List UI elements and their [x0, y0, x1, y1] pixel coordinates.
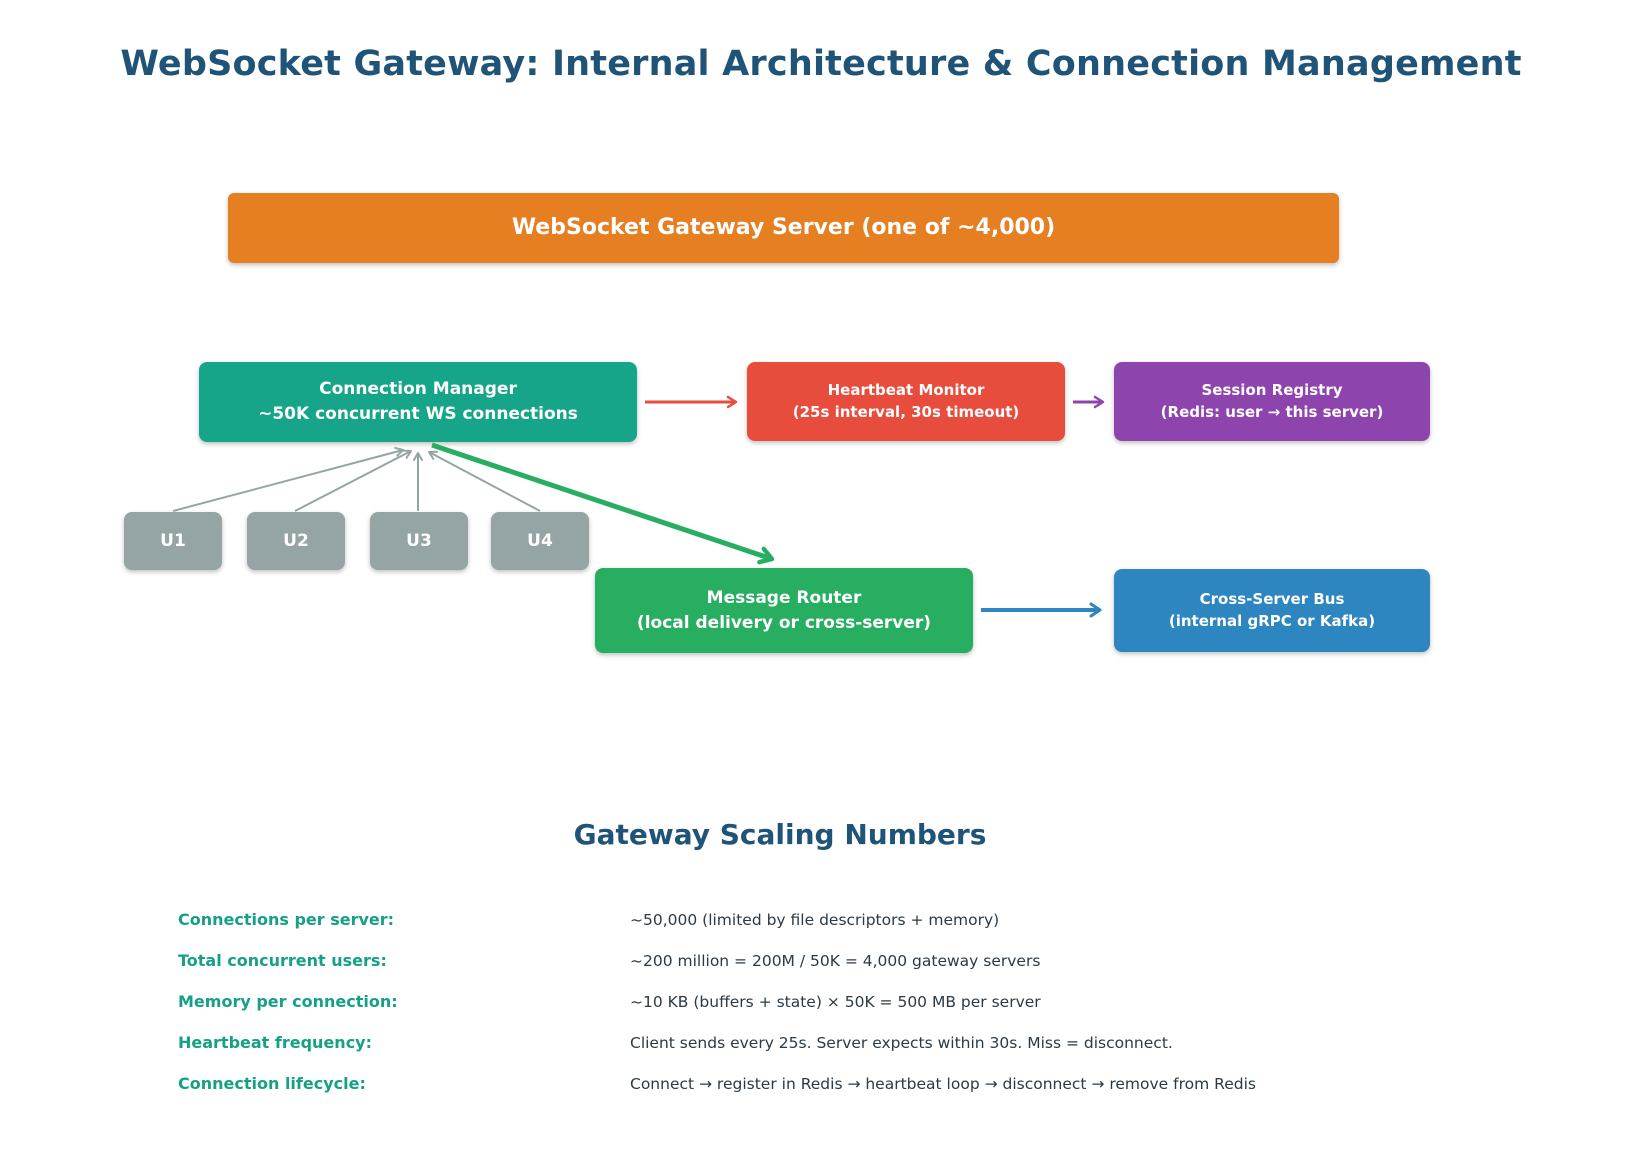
user-node-u4: U4: [491, 512, 589, 570]
stat-row: Connection lifecycle: Connect → register…: [178, 1074, 1438, 1115]
user-node-u1: U1: [124, 512, 222, 570]
connection-manager-node: Connection Manager ~50K concurrent WS co…: [199, 362, 637, 442]
stat-row: Total concurrent users: ~200 million = 2…: [178, 951, 1438, 992]
session-registry-node: Session Registry (Redis: user → this ser…: [1114, 362, 1430, 441]
arrow-u2-to-connection-manager: [294, 449, 412, 512]
user-node-u1-label: U1: [160, 530, 186, 551]
stat-label: Heartbeat frequency:: [178, 1033, 372, 1052]
arrow-u1-to-connection-manager: [172, 446, 404, 512]
cross-server-bus-node: Cross-Server Bus (internal gRPC or Kafka…: [1114, 569, 1430, 652]
heartbeat-monitor-subtitle: (25s interval, 30s timeout): [792, 402, 1020, 421]
stats-table: Connections per server: ~50,000 (limited…: [178, 910, 1438, 1115]
stat-label: Connections per server:: [178, 910, 395, 929]
message-router-title: Message Router: [706, 587, 862, 608]
stat-row: Heartbeat frequency: Client sends every …: [178, 1033, 1438, 1074]
user-node-u2-label: U2: [283, 530, 309, 551]
stat-value: ~50,000 (limited by file descriptors + m…: [630, 911, 1000, 929]
message-router-subtitle: (local delivery or cross-server): [636, 612, 932, 633]
gateway-server-node: WebSocket Gateway Server (one of ~4,000): [228, 193, 1339, 263]
session-registry-subtitle: (Redis: user → this server): [1160, 402, 1384, 421]
stats-heading: Gateway Scaling Numbers: [573, 818, 987, 851]
user-node-u4-label: U4: [527, 530, 553, 551]
connection-manager-title: Connection Manager: [319, 379, 517, 400]
stat-row: Memory per connection: ~10 KB (buffers +…: [178, 992, 1438, 1033]
user-node-u2: U2: [247, 512, 345, 570]
session-registry-title: Session Registry: [1201, 380, 1343, 399]
stat-label: Connection lifecycle:: [178, 1074, 366, 1093]
connection-manager-subtitle: ~50K concurrent WS connections: [258, 404, 578, 424]
stat-label: Memory per connection:: [178, 992, 398, 1011]
user-node-u3: U3: [370, 512, 468, 570]
cross-server-bus-title: Cross-Server Bus: [1199, 589, 1345, 608]
stat-label: Total concurrent users:: [178, 951, 387, 970]
stat-value: ~10 KB (buffers + state) × 50K = 500 MB …: [630, 993, 1041, 1011]
arrow-connection-manager-to-message-router: [431, 442, 775, 565]
cross-server-bus-subtitle: (internal gRPC or Kafka): [1168, 611, 1376, 630]
gateway-server-label: WebSocket Gateway Server (one of ~4,000): [511, 215, 1056, 241]
arrow-u4-to-connection-manager: [428, 450, 541, 512]
user-node-u3-label: U3: [406, 530, 432, 551]
heartbeat-monitor-title: Heartbeat Monitor: [827, 380, 985, 399]
stat-value: Client sends every 25s. Server expects w…: [630, 1034, 1173, 1052]
message-router-node: Message Router (local delivery or cross-…: [595, 568, 973, 653]
page-title: WebSocket Gateway: Internal Architecture…: [120, 44, 1522, 84]
stat-row: Connections per server: ~50,000 (limited…: [178, 910, 1438, 951]
heartbeat-monitor-node: Heartbeat Monitor (25s interval, 30s tim…: [747, 362, 1065, 441]
stat-value: Connect → register in Redis → heartbeat …: [630, 1075, 1256, 1093]
stat-value: ~200 million = 200M / 50K = 4,000 gatewa…: [630, 952, 1041, 970]
